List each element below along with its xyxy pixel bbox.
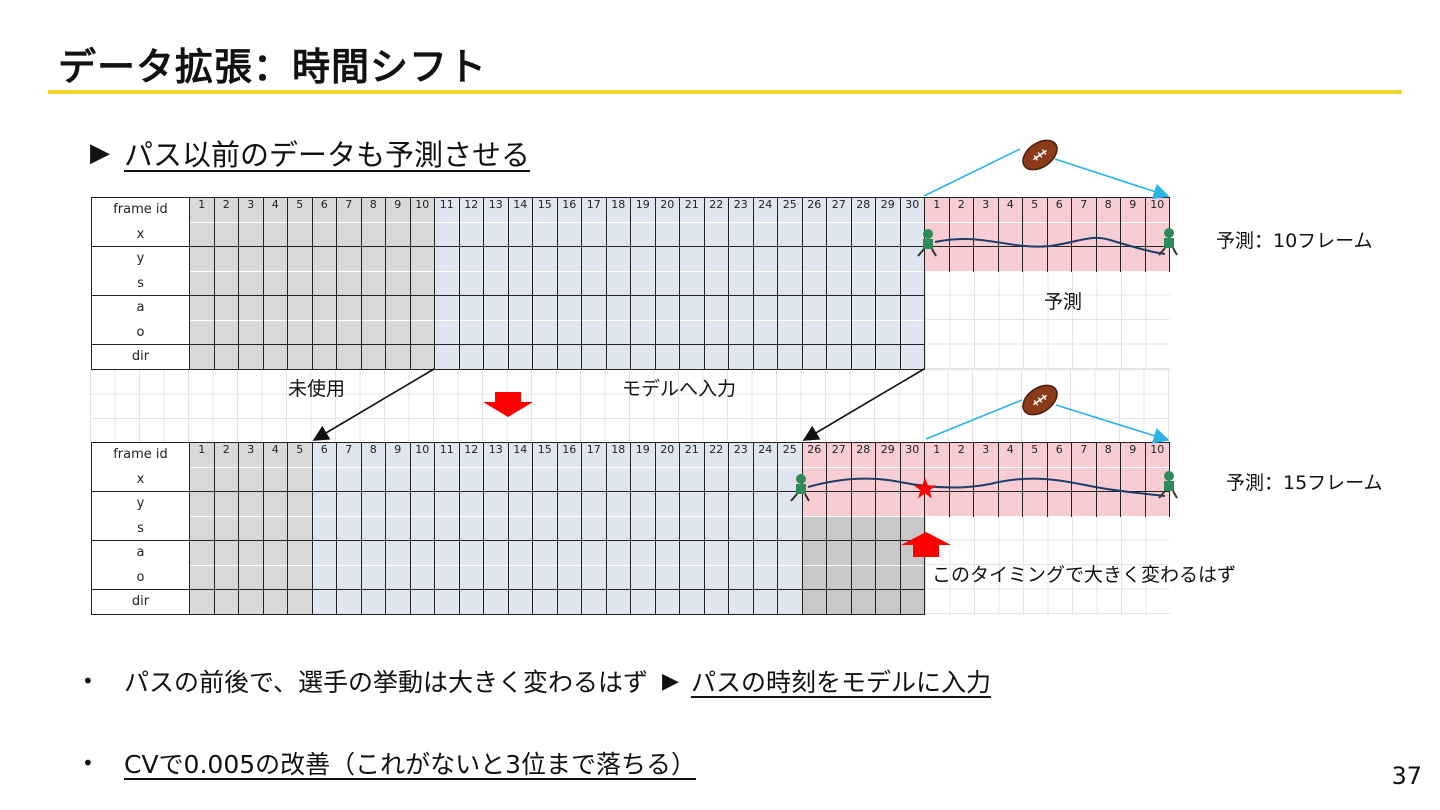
bullet-marker: • <box>82 669 124 693</box>
player-icon <box>1159 228 1177 255</box>
trajectory-line-top <box>935 238 1165 254</box>
bullet-1: • パスの前後で、選手の挙動は大きく変わるはず ▶ パスの時刻をモデルに入力 <box>82 663 991 699</box>
football-icon <box>1018 134 1063 175</box>
play-triangle-icon: ▶ <box>662 669 679 694</box>
model-input-label: モデルへ入力 <box>622 374 736 401</box>
football-icon <box>1018 379 1063 420</box>
trajectory-line-bottom <box>808 479 1165 496</box>
bullet-emphasis: CVで0.005の改善（これがないと3位まで落ちる） <box>124 745 696 781</box>
bullet-emphasis: パスの時刻をモデルに入力 <box>691 663 991 699</box>
unused-label: 未使用 <box>288 374 345 401</box>
pass-arc-right-top <box>1055 159 1168 196</box>
bullet-marker: • <box>82 751 124 775</box>
input-shift-arrow <box>804 369 924 440</box>
player-icon <box>1159 471 1177 498</box>
red-up-arrow-icon <box>901 532 951 557</box>
predict-10-label: 予測：10フレーム <box>1216 226 1373 253</box>
bullet-text: パスの前後で、選手の挙動は大きく変わるはず <box>124 663 648 699</box>
pass-arc-left-top <box>924 149 1020 196</box>
red-down-arrow-icon <box>483 392 533 417</box>
predict-15-label: 予測：15フレーム <box>1226 468 1383 495</box>
pass-arc-left-bottom <box>926 400 1022 439</box>
player-icon <box>791 474 809 501</box>
star-icon <box>914 478 936 499</box>
pass-arc-right-bottom <box>1056 405 1168 440</box>
player-icon <box>918 229 936 256</box>
page-number: 37 <box>1391 762 1422 790</box>
predict-label: 予測 <box>1044 287 1082 314</box>
bullet-2: • CVで0.005の改善（これがないと3位まで落ちる） <box>82 745 696 781</box>
timing-note: このタイミングで大きく変わるはず <box>932 560 1236 587</box>
